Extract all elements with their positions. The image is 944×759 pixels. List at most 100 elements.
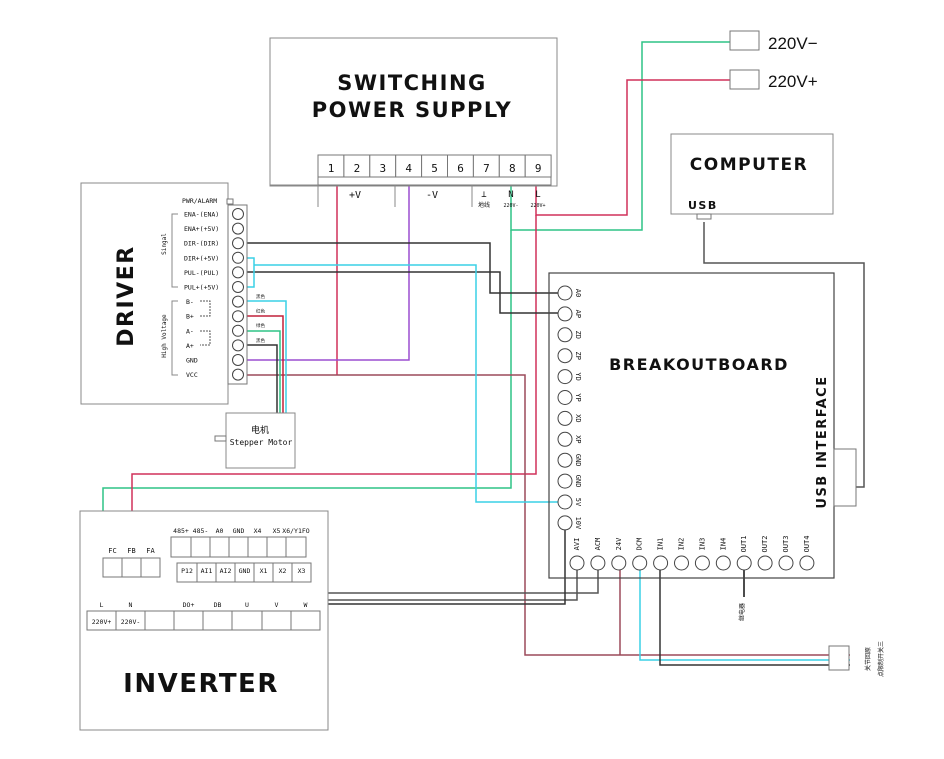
wires [102, 41, 865, 666]
breakout-bottom-terminal [653, 555, 669, 571]
breakout-bottom-terminal [590, 555, 606, 571]
ground-symbol-icon: ⊥ [481, 190, 487, 200]
wire-motor-b-minus [238, 300, 287, 415]
mains-minus-terminal [729, 30, 760, 51]
driver-terminal [232, 237, 244, 250]
breakout-board: BREAKOUTBOARD USB INTERFACE A0APZDZPYDYP… [548, 272, 857, 621]
psu-terminal-number: 8 [509, 162, 516, 175]
psu-terminal-number: 9 [535, 162, 542, 175]
breakout-bottom-pin-label: IN3 [698, 538, 706, 551]
psu-terminal-number: 6 [457, 162, 464, 175]
computer-title: COMPUTER [690, 155, 808, 175]
psu-terminal [524, 154, 552, 178]
inverter-bottom-terminal [231, 610, 263, 631]
psu-terminal-number: 7 [483, 162, 490, 175]
driver-wire-tag: 黑色 [256, 337, 265, 344]
inverter-mid-label: P12 [181, 567, 193, 575]
driver-wire-tag: 红色 [256, 308, 265, 315]
mains-plus-terminal [729, 69, 760, 90]
inverter-bottom-label: N [129, 601, 133, 609]
driver-terminal [232, 222, 244, 235]
driver-pin-label: B- [186, 298, 194, 306]
breakout-left-pin-label: GND [574, 475, 582, 488]
inverter-bottom-cell: 220V- [121, 618, 141, 626]
motor-title: Stepper Motor [230, 438, 293, 447]
computer-usb-label: USB [688, 199, 718, 212]
wire-psu-minus [238, 165, 410, 361]
driver-terminal [232, 339, 244, 352]
driver-pin-label: DIR-(DIR) [184, 240, 219, 248]
breakout-bottom-terminal [715, 555, 731, 571]
inverter-bottom-terminal [261, 610, 292, 631]
driver-pin-label: B+ [186, 313, 194, 321]
psu-terminal-number: 2 [354, 162, 361, 175]
breakout-left-pin-label: ZD [574, 331, 582, 339]
inverter-top-terminal [209, 536, 230, 558]
breakout-left-pin-label: XP [574, 435, 582, 443]
wire-in1-limit [659, 563, 850, 666]
inverter-bottom-label: W [304, 601, 308, 609]
breakout-bottom-pin-label: IN1 [657, 538, 665, 551]
breakout-bottom-terminal [632, 555, 648, 571]
wire-dcm-limit [639, 563, 850, 661]
limit-switch-label2: 点限制开关三 [877, 641, 885, 677]
driver-pwr-alarm-label: PWR/ALARM [182, 197, 217, 205]
inverter-mid-label: GND [239, 567, 251, 575]
driver-terminal [232, 251, 244, 264]
limit-switch-label1: 关节回原 [864, 647, 872, 671]
driver: DRIVER PWR/ALARM Singal High Voltage ENA… [80, 182, 265, 405]
breakout-bottom-pin-label: OUT2 [761, 536, 769, 553]
wire-vcc-24v [238, 374, 850, 656]
breakout-bottom-pin-label: DCM [636, 538, 644, 551]
breakout-left-terminal [557, 390, 573, 405]
wire-pul-ap [238, 271, 565, 314]
usb-interface-port [833, 448, 857, 507]
breakout-left-terminal [557, 306, 573, 322]
driver-pin-label: PUL+(+5V) [184, 284, 219, 292]
breakout-bottom-terminal [569, 555, 585, 571]
inverter-bottom-cell: 220V+ [92, 618, 112, 626]
inverter-bottom-label: L [100, 601, 104, 609]
inverter-top-terminal [190, 536, 211, 558]
driver-wire-tag: 黑色 [256, 293, 265, 300]
inverter-bottom-terminal [173, 610, 204, 631]
psu-title-line1: SWITCHING [337, 71, 487, 95]
breakout-left-terminal [557, 327, 573, 343]
inverter-relay-terminal [121, 557, 142, 578]
breakout-bottom-terminal [757, 555, 773, 571]
inverter-top-terminal [247, 536, 268, 558]
breakout-bottom-pin-label: AVI [573, 538, 581, 551]
driver-pin-label: DIR+(+5V) [184, 254, 219, 262]
wire-mains-neutral [510, 41, 742, 231]
breakout-bottom-terminal [799, 555, 815, 571]
wire-dir-a0 [238, 242, 565, 294]
driver-led-icon [226, 198, 234, 205]
driver-terminal [232, 354, 244, 366]
mains-minus-label: 220V− [768, 34, 818, 53]
inverter-bottom-terminal [144, 610, 175, 631]
psu-l-label: L [535, 190, 540, 200]
breakout-left-terminal [557, 515, 573, 531]
psu-title-line2: POWER SUPPLY [312, 98, 513, 122]
wire-usb [703, 222, 865, 488]
breakout-bottom-terminal [611, 555, 627, 571]
psu-terminal-number: 4 [405, 162, 412, 175]
inverter-top-terminal [170, 536, 192, 558]
inverter-bottom-label: DO+ [183, 601, 195, 609]
breakout-bottom-pin-label: OUT1 [740, 536, 748, 553]
breakout-left-pin-label: XD [574, 414, 582, 422]
psu-terminal-number: 5 [431, 162, 438, 175]
breakout-bottom-pin-label: ACM [594, 538, 602, 551]
driver-terminal [232, 281, 244, 293]
driver-wire-tag: 绿色 [256, 322, 265, 329]
inverter-relay-terminal [140, 557, 161, 578]
inverter-top-label: 485+ [173, 527, 189, 535]
inverter-relay-label: FB [127, 547, 135, 555]
breakout-left-terminal [557, 452, 573, 468]
breakout-left-pin-label: 5V [574, 498, 582, 507]
wire-motor-b-plus [238, 315, 284, 415]
breakout-left-terminal [557, 285, 573, 301]
